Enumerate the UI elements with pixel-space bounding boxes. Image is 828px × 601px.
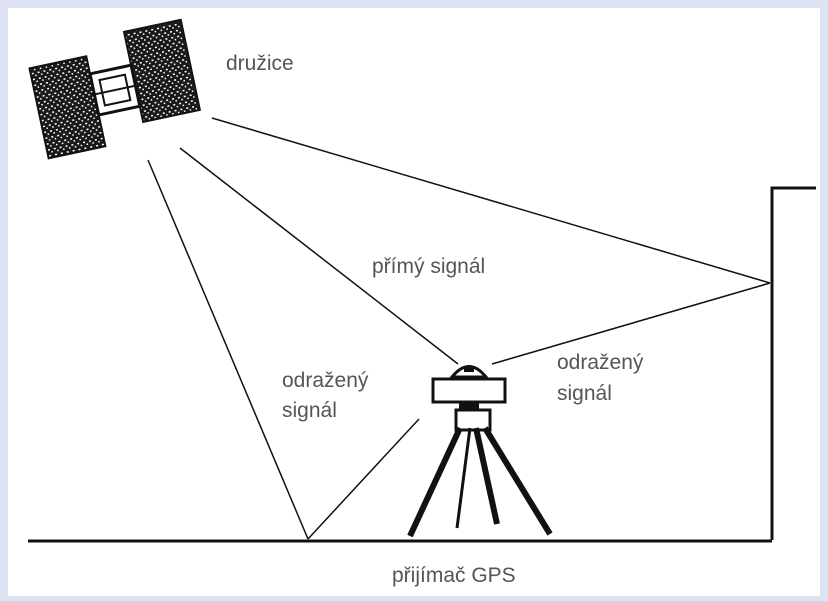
reflected-signal-left-line1: odražený [282,369,369,392]
satellite-label: družice [226,52,294,75]
direct-signal-line [179,147,459,365]
gps-receiver-tripod-icon [407,365,553,538]
building-wall [770,186,816,540]
wall-to-receiver-line [491,282,771,365]
ground-to-receiver-line [307,418,420,540]
reflected-signal-right-line1: odražený [557,351,644,374]
direct-signal-label: přímý signál [372,255,485,278]
satellite-to-ground-line [147,159,309,540]
satellite-icon [28,18,202,160]
reflected-signal-right-line2: signál [557,382,612,405]
satellite-to-wall-line [211,117,771,284]
reflected-signal-left-line2: signál [282,399,337,422]
receiver-label: přijímač GPS [392,564,516,587]
